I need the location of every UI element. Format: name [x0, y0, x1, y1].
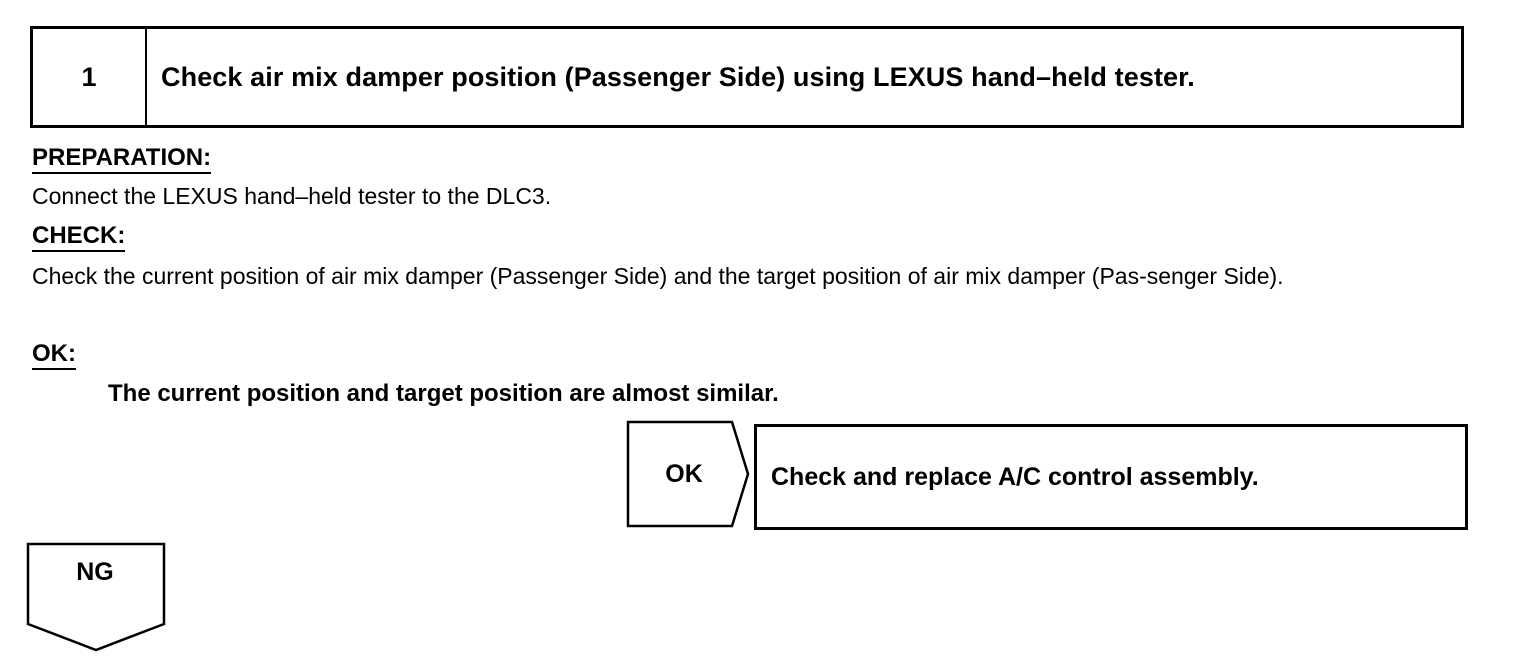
ok-result-box: Check and replace A/C control assembly. [754, 424, 1468, 530]
ok-criteria-text: The current position and target position… [108, 380, 779, 407]
check-text: Check the current position of air mix da… [32, 263, 1284, 289]
ok-branch-label: OK [665, 459, 703, 488]
step-title: Check air mix damper position (Passenger… [161, 61, 1195, 92]
check-heading: CHECK: [32, 222, 126, 252]
step-header-box: 1 Check air mix damper position (Passeng… [30, 26, 1464, 128]
step-number: 1 [33, 29, 147, 125]
ng-arrow-shape [26, 542, 166, 652]
ok-result-text: Check and replace A/C control assembly. [771, 462, 1259, 491]
ng-branch-label: NG [76, 558, 114, 586]
ok-arrow-shape [626, 420, 750, 528]
preparation-heading: PREPARATION: [32, 144, 212, 174]
ok-heading: OK: [32, 340, 76, 370]
preparation-text: Connect the LEXUS hand–held tester to th… [32, 183, 552, 209]
